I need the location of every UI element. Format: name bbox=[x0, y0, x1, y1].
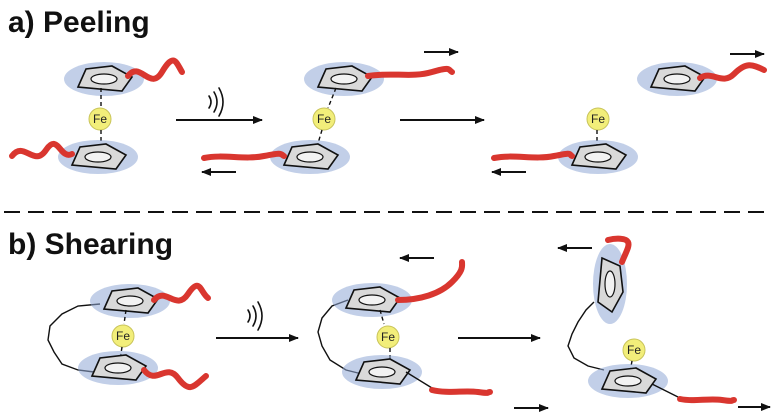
polymer-chain bbox=[395, 259, 466, 303]
ferrocene-sheared-b: Fe bbox=[317, 254, 549, 412]
cp-ring-bottom bbox=[341, 354, 423, 390]
polymer-chain bbox=[491, 150, 575, 161]
polymer-chain bbox=[605, 235, 632, 265]
bridge-linker bbox=[567, 301, 605, 371]
cp-ring-top bbox=[89, 283, 171, 319]
fe-label: Fe bbox=[116, 329, 130, 343]
ferrocene-rotated-b: Fe bbox=[557, 235, 771, 411]
bridge-linker bbox=[47, 303, 101, 373]
ultrasound-icon bbox=[247, 301, 263, 331]
ferrocene-intact-b: Fe bbox=[47, 282, 211, 391]
ultrasound-icon bbox=[208, 87, 224, 117]
polymer-chain bbox=[677, 396, 737, 404]
polymer-chain bbox=[125, 57, 185, 82]
chain-link bbox=[651, 383, 681, 399]
coordination-bond bbox=[379, 309, 385, 325]
cp-ring-top bbox=[63, 61, 145, 97]
fe-label: Fe bbox=[591, 112, 605, 126]
chain-link bbox=[405, 371, 433, 389]
polymer-chain bbox=[9, 140, 75, 160]
polymer-chain bbox=[151, 282, 211, 304]
ferrocene-stretched-a: Fe bbox=[201, 48, 459, 176]
coordination-bond bbox=[327, 87, 337, 109]
polymer-chain bbox=[429, 387, 493, 396]
cp-ring-detached bbox=[636, 61, 718, 97]
ferrocene-peeled-a: Fe bbox=[491, 50, 767, 176]
panel-a-label: a) Peeling bbox=[8, 6, 150, 39]
cp-ring-bottom bbox=[587, 363, 669, 399]
ferrocene-intact-a: Fe bbox=[9, 57, 185, 175]
fe-label: Fe bbox=[381, 330, 395, 344]
cp-ring-top bbox=[303, 61, 385, 97]
fe-label: Fe bbox=[627, 343, 641, 357]
polymer-chain bbox=[141, 367, 209, 391]
fe-label: Fe bbox=[317, 112, 331, 126]
fe-label: Fe bbox=[93, 112, 107, 126]
polymer-chain bbox=[697, 62, 767, 82]
polymer-chain bbox=[201, 150, 287, 161]
coordination-bond bbox=[123, 309, 127, 325]
polymer-chain bbox=[365, 65, 455, 79]
panel-b-label: b) Shearing bbox=[8, 228, 173, 261]
